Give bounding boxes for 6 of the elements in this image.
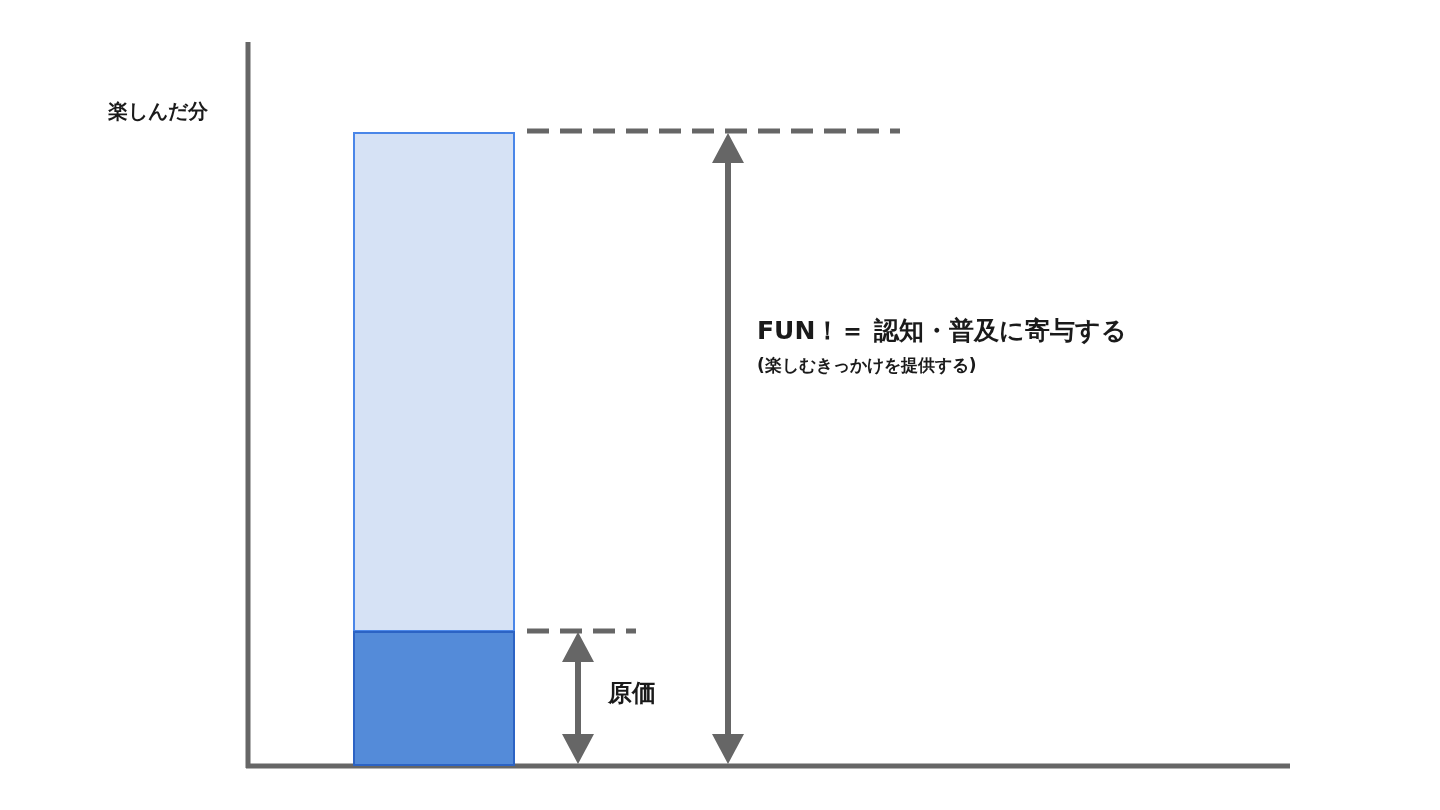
axis-label: 楽しんだ分: [108, 100, 208, 123]
dimension-note: (楽しむきっかけを提供する): [757, 356, 977, 376]
dimension-label: FUN！＝ 認知・普及に寄与する: [757, 317, 1127, 346]
upper-bar-segment: [353, 132, 515, 632]
lower-bar-segment: [353, 631, 515, 766]
dimension-label: 原価: [608, 680, 656, 708]
